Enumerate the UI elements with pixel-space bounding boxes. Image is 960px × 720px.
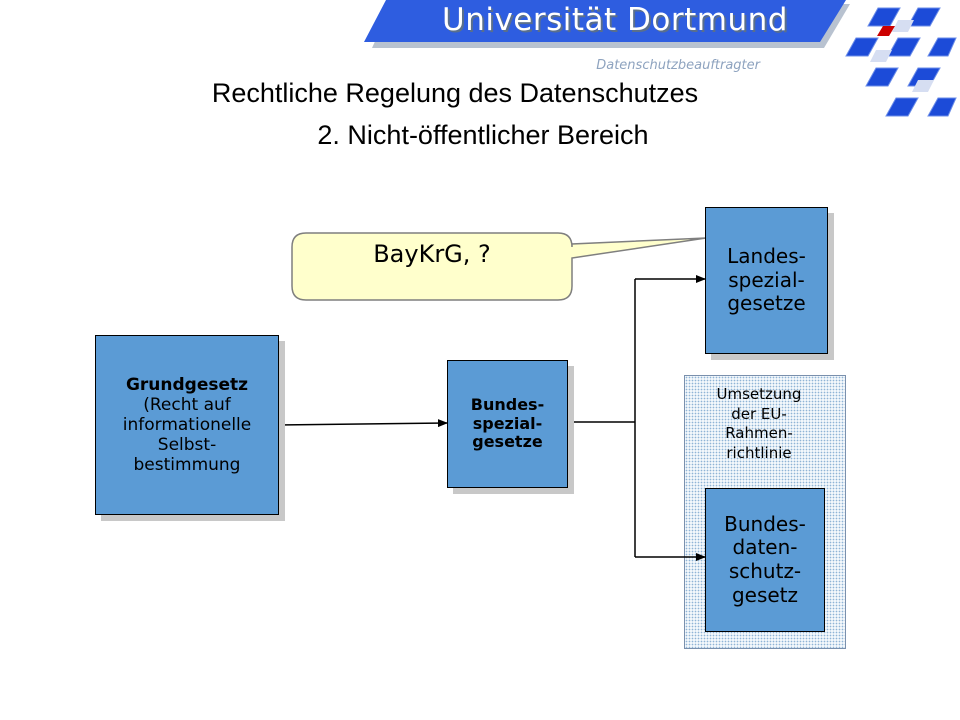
slide-subtitle: 2. Nicht-öffentlicher Bereich	[317, 120, 649, 150]
university-name: Universität Dortmund	[442, 2, 788, 38]
arrow-grundgesetz-to-bundesspezial	[276, 419, 448, 428]
callout-bubble	[291, 232, 707, 301]
bdsg-box: Bundes- daten- schutz- gesetz	[705, 488, 825, 632]
grundgesetz-box: Grundgesetz (Recht auf informationelle S…	[95, 335, 279, 515]
university-logo-icon	[845, 7, 957, 117]
landesspezial-box: Landes- spezial- gesetze	[705, 207, 828, 354]
bundesspezial-box: Bundes- spezial- gesetze	[447, 360, 568, 488]
eu-directive-note: Umsetzung der EU- Rahmen- richtlinie	[716, 385, 802, 462]
header-banner	[364, 0, 850, 48]
callout-text: BayKrG, ?	[373, 240, 491, 268]
slide-title: Rechtliche Regelung des Datenschutzes	[211, 78, 699, 108]
department-name: Datenschutzbeauftragter	[596, 58, 760, 73]
